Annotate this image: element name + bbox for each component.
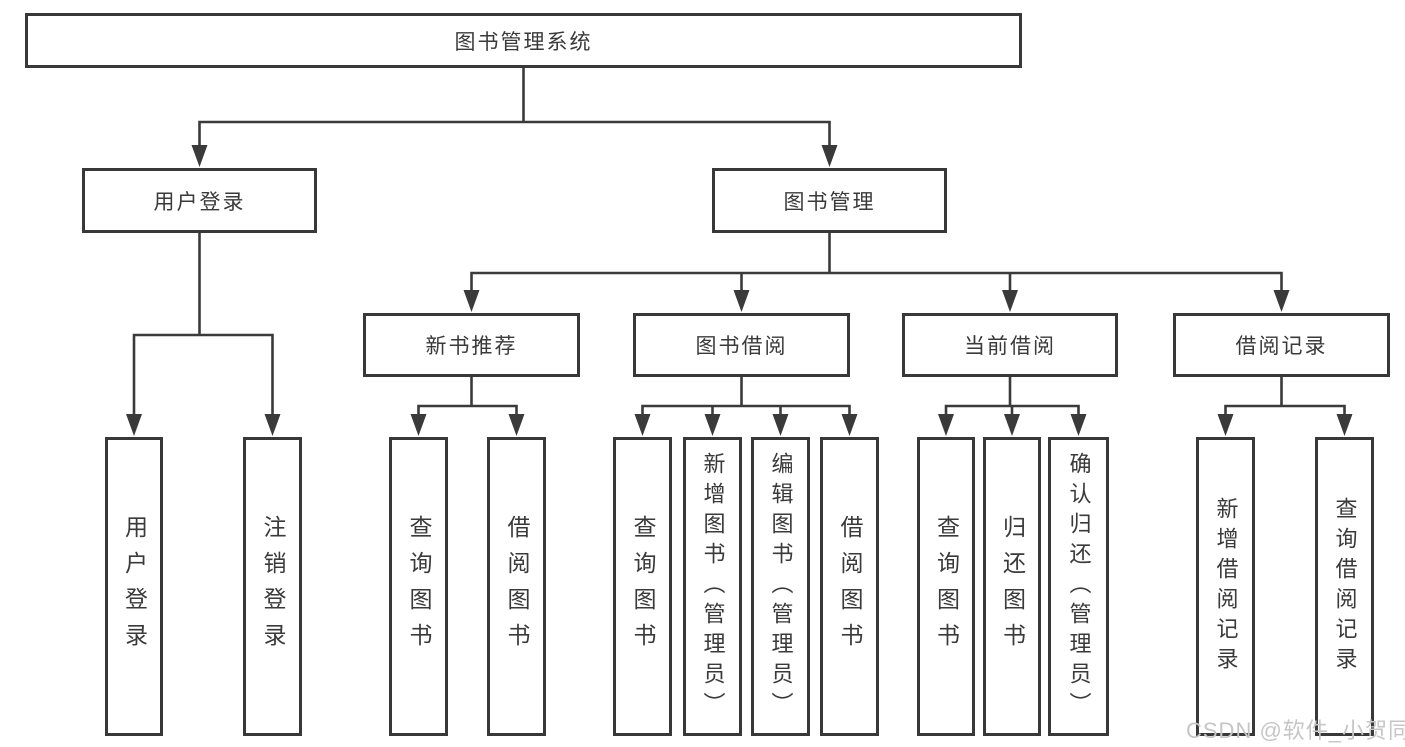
leaf-add-book-admin: 新增图书（管理员） <box>683 437 742 736</box>
node-label: 归还图书 <box>999 514 1026 659</box>
node-label: 查询图书 <box>630 514 656 659</box>
leaf-query-books-borrow: 查询图书 <box>613 437 672 736</box>
node-label: 用户登录 <box>153 190 246 214</box>
node-label: 图书借阅 <box>695 335 788 358</box>
node-user-login: 用户登录 <box>82 168 317 233</box>
leaf-query-books-newbooks: 查询图书 <box>389 437 448 736</box>
leaf-confirm-return-admin: 确认归还（管理员） <box>1048 437 1109 736</box>
node-label: 查询图书 <box>933 514 960 659</box>
node-book-borrow: 图书借阅 <box>633 313 850 377</box>
leaf-edit-book-admin: 编辑图书（管理员） <box>751 437 810 736</box>
node-label: 当前借阅 <box>964 335 1056 358</box>
node-book-mgmt: 图书管理 <box>712 168 947 233</box>
leaf-return-book: 归还图书 <box>983 437 1041 736</box>
node-new-books: 新书推荐 <box>363 313 580 377</box>
node-label: 确认归还（管理员） <box>1066 451 1092 722</box>
node-root: 图书管理系统 <box>25 13 1022 68</box>
tree-edges <box>132 68 1346 419</box>
leaf-add-borrow-record: 新增借阅记录 <box>1196 437 1255 736</box>
node-current-borrow: 当前借阅 <box>902 313 1118 377</box>
node-label: 查询借阅记录 <box>1332 496 1358 677</box>
watermark: CSDN @软件_小贺同学 <box>1186 718 1405 743</box>
leaf-query-books-current: 查询图书 <box>917 437 975 736</box>
arrowheads <box>126 145 1353 436</box>
node-label: 编辑图书（管理员） <box>768 451 794 722</box>
node-label: 图书管理 <box>783 190 876 214</box>
node-label: 用户登录 <box>121 514 148 659</box>
node-borrow-records: 借阅记录 <box>1173 313 1390 377</box>
leaf-borrow-books-borrow: 借阅图书 <box>820 437 879 736</box>
node-label: 新增图书（管理员） <box>700 451 726 722</box>
leaf-query-borrow-record: 查询借阅记录 <box>1315 437 1374 736</box>
node-label: 图书管理系统 <box>454 30 593 54</box>
leaf-borrow-books-newbooks: 借阅图书 <box>487 437 546 736</box>
node-label: 查询图书 <box>406 514 432 659</box>
leaf-user-login: 用户登录 <box>105 437 163 736</box>
node-label: 借阅图书 <box>504 514 530 659</box>
node-label: 注销登录 <box>260 514 286 659</box>
leaf-logout: 注销登录 <box>243 437 302 736</box>
node-label: 新增借阅记录 <box>1213 496 1239 677</box>
node-label: 借阅图书 <box>837 514 863 659</box>
node-label: 借阅记录 <box>1235 335 1328 358</box>
node-label: 新书推荐 <box>425 335 518 358</box>
